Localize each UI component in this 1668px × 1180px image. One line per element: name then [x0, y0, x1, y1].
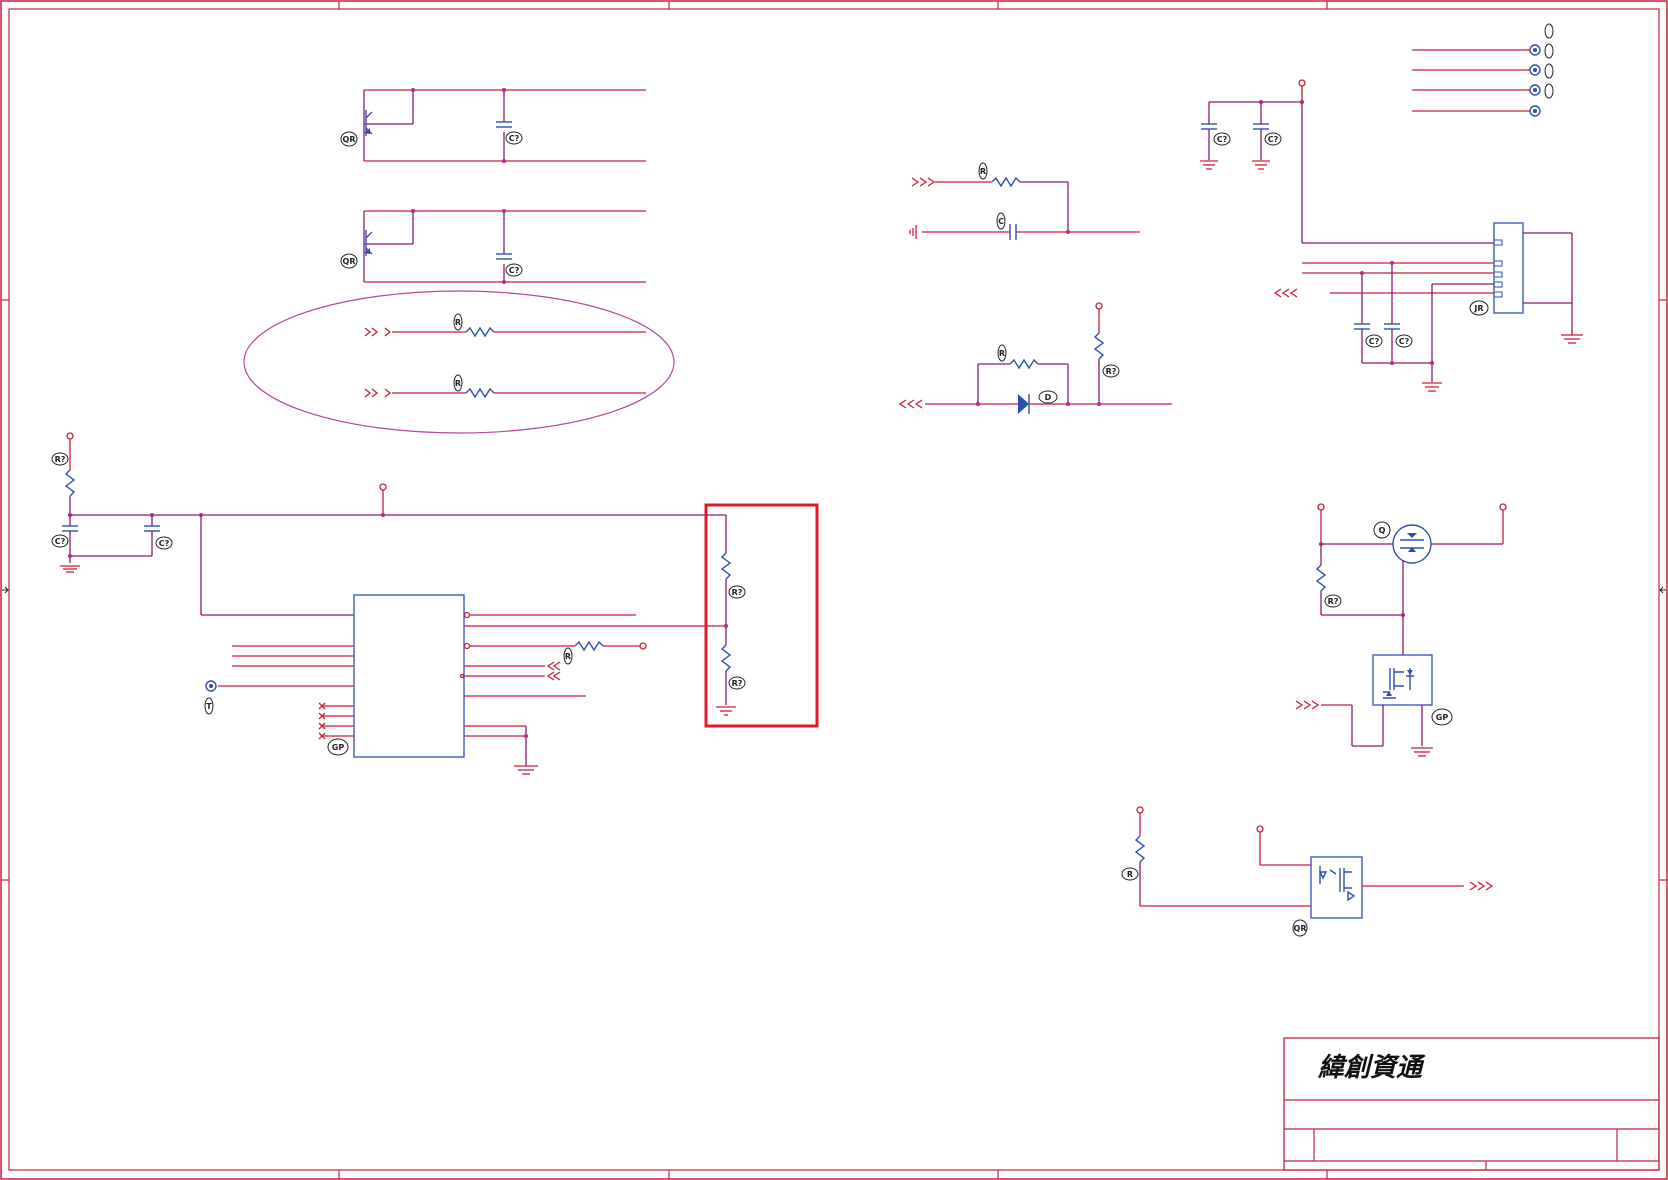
svg-text:R?: R?	[732, 588, 743, 597]
svg-text:C?: C?	[509, 134, 520, 143]
svg-text:R?: R?	[1106, 367, 1117, 376]
title-block: 緯創資通	[1283, 1037, 1660, 1171]
ref-tag-d-mid: D	[1038, 390, 1058, 404]
ref-tag-c-top-r2: C?	[1264, 132, 1282, 146]
ref-tag-u-gp-right: GP	[1431, 708, 1453, 726]
svg-text:C?: C?	[1399, 337, 1410, 346]
ref-tag-c-q1: C?	[505, 131, 523, 145]
transistor-block-2: QR C?	[340, 209, 646, 284]
ref-tag-r-pu-mid: R?	[1102, 364, 1120, 378]
svg-text:QR: QR	[343, 257, 356, 266]
ref-tag-r-diode-par: R	[997, 344, 1007, 362]
ref-tag-c-conn1: C?	[1365, 334, 1383, 348]
svg-text:T: T	[206, 702, 212, 711]
ref-tag-r-bot: R	[1121, 867, 1139, 881]
svg-text:QR: QR	[343, 135, 356, 144]
svg-text:GP: GP	[1436, 713, 1449, 722]
ref-tag-j-conn: JR	[1469, 300, 1489, 316]
ref-tag-u-bot: QR	[1292, 919, 1308, 937]
svg-text:D: D	[1045, 393, 1052, 402]
ref-tag-q1: QR	[340, 131, 358, 147]
ref-tag-r-div-bot: R?	[728, 676, 746, 690]
highlight-box-divider: R? R?	[704, 503, 819, 728]
svg-text:R: R	[455, 318, 461, 327]
svg-text:JR: JR	[1473, 304, 1483, 313]
ref-tag-r-mid-in: R	[978, 162, 988, 180]
ref-tag-c-top-r1: C?	[1213, 132, 1231, 146]
company-logo-text: 緯創資通	[1317, 1053, 1426, 1083]
svg-text:R?: R?	[1328, 597, 1339, 606]
svg-text:C?: C?	[1217, 135, 1228, 144]
svg-text:C: C	[998, 217, 1004, 226]
svg-text:R: R	[455, 379, 461, 388]
ref-tag-q-fet: Q	[1373, 521, 1391, 539]
ref-tag-r-vdd: R?	[51, 452, 69, 466]
svg-text:C?: C?	[55, 537, 66, 546]
svg-text:QR: QR	[1294, 924, 1307, 933]
svg-text:R: R	[980, 167, 986, 176]
top-right-connector-section: C? C? JR C? C?	[1200, 23, 1583, 392]
ref-tag-r-in-b: R	[453, 374, 463, 392]
ref-tag-r-div-top: R?	[728, 585, 746, 599]
ic-gp-block: GP T R	[200, 515, 726, 775]
ref-tag-r-in-a: R	[453, 313, 463, 331]
middle-diode-pullup: R? R D	[898, 302, 1172, 414]
ref-tag-r-fet: R?	[1324, 594, 1342, 608]
svg-text:R?: R?	[732, 679, 743, 688]
ref-tag-c-left: C?	[51, 534, 69, 548]
svg-text:C?: C?	[159, 539, 170, 548]
ref-tag-c-conn2: C?	[1395, 334, 1413, 348]
svg-text:R: R	[999, 349, 1005, 358]
middle-rc-input: R C	[909, 162, 1140, 240]
svg-text:GP: GP	[332, 743, 345, 752]
svg-text:R?: R?	[55, 455, 66, 464]
svg-text:Q: Q	[1379, 526, 1386, 535]
transistor-block-1: QR C?	[340, 88, 646, 163]
ref-tag-c-mid: C	[996, 212, 1006, 230]
svg-text:C?: C?	[509, 266, 520, 275]
ref-tag-q2: QR	[340, 253, 358, 269]
left-supply-section: R? C? C?	[51, 432, 726, 573]
ref-tag-tp: T	[204, 697, 214, 715]
svg-text:C?: C?	[1369, 337, 1380, 346]
svg-text:R: R	[1127, 870, 1133, 879]
svg-text:R: R	[565, 652, 571, 661]
ref-tag-r-u-out: R	[563, 647, 573, 665]
ref-tag-u-gp: GP	[327, 738, 349, 756]
svg-text:C?: C?	[1268, 135, 1279, 144]
bottom-right-driver-section: R QR	[1121, 806, 1494, 937]
ref-tag-c-left2: C?	[155, 536, 173, 550]
ref-tag-c-q2: C?	[505, 263, 523, 277]
right-mosfet-section: Q R? GP	[1295, 503, 1507, 757]
highlight-ellipse-resistors: R R	[243, 290, 675, 434]
